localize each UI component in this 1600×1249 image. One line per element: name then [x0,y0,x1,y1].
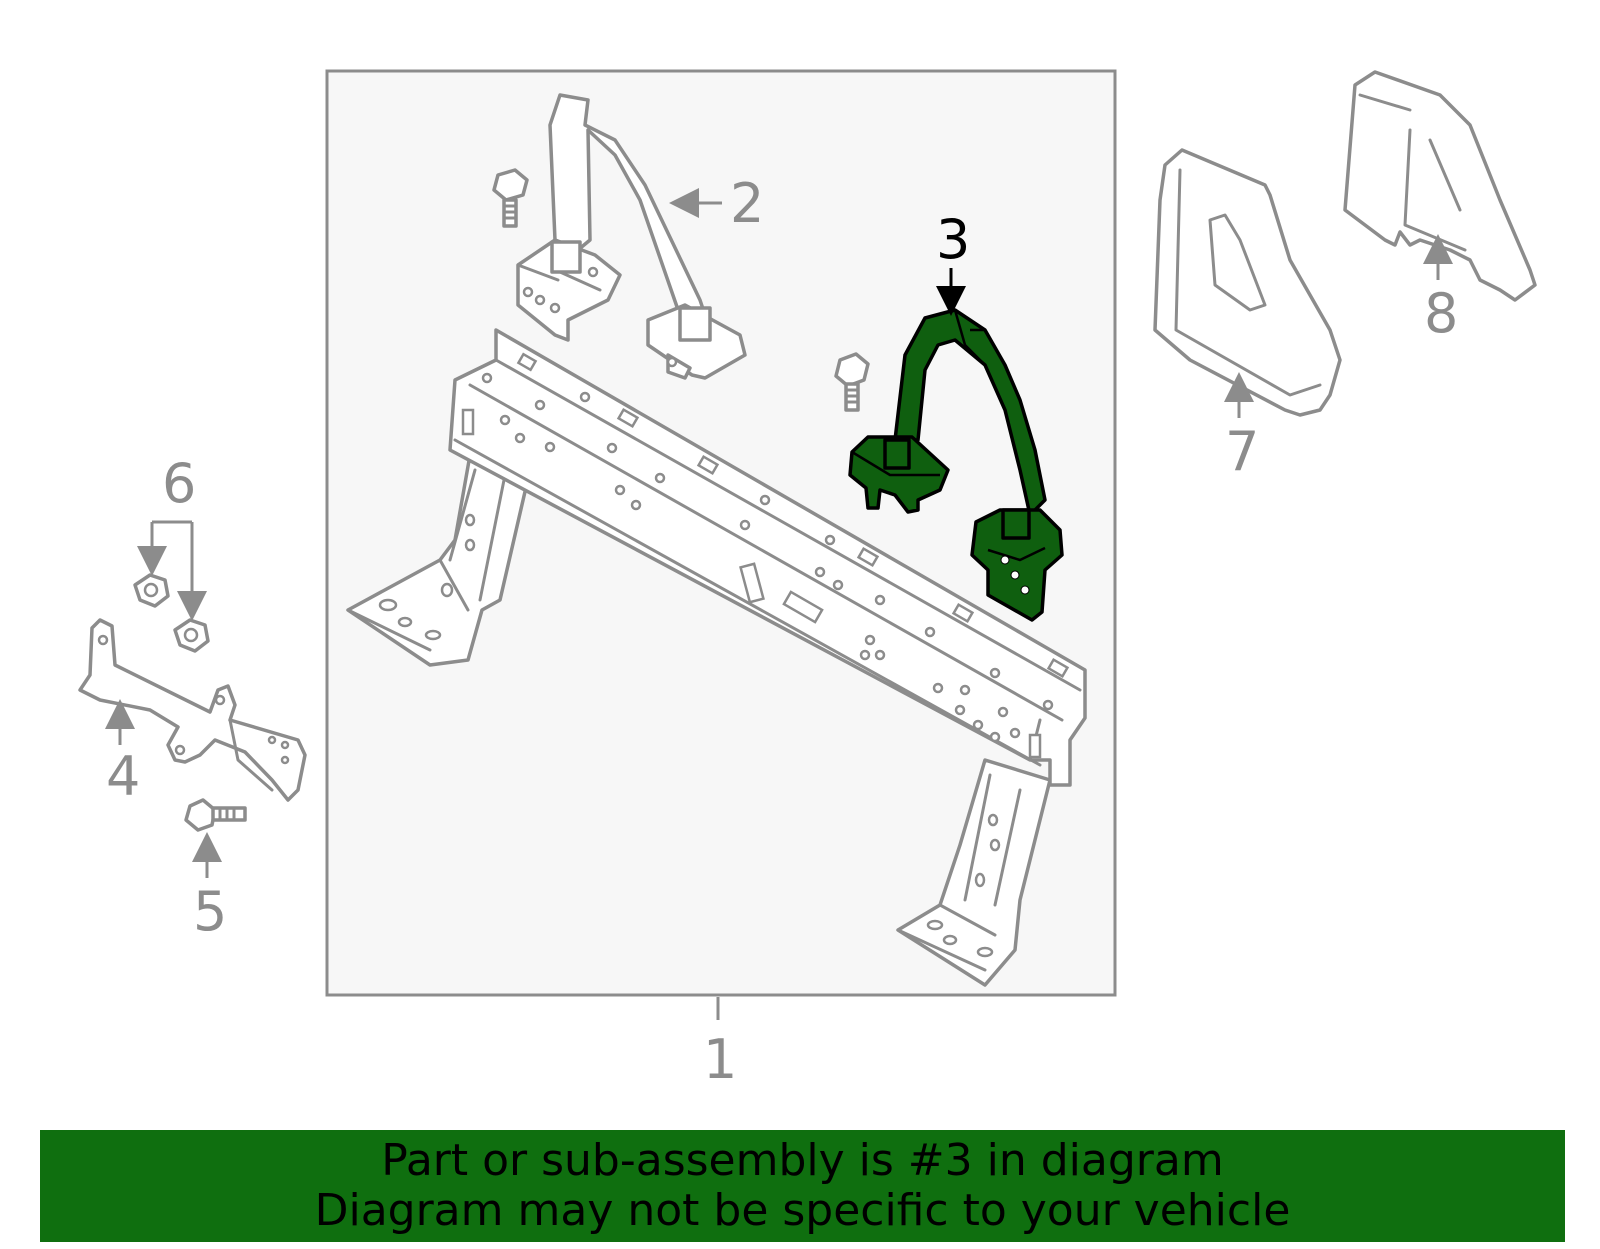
callout-4: 4 [106,745,140,808]
callout-5: 5 [193,880,227,943]
part-6-nuts [133,573,210,653]
part-8-cover [1343,70,1537,302]
callout-1: 1 [703,1028,737,1091]
part-5-bolt [184,798,247,832]
part-3-bolt [834,352,870,412]
callout-6: 6 [162,452,196,515]
callout-2: 2 [730,172,764,235]
callout-3: 3 [936,208,970,271]
part-1-cross-member [346,328,1087,987]
banner-line-1: Part or sub-assembly is #3 in diagram [381,1135,1224,1186]
part-4-side-bracket [78,618,307,802]
part-3-highlighted-bracket [848,308,1064,622]
callout-7: 7 [1225,420,1259,483]
callout-8: 8 [1424,282,1458,345]
part-2-arch-bracket [492,93,747,380]
part-7-cover [1153,148,1342,417]
info-banner: Part or sub-assembly is #3 in diagram Di… [40,1130,1565,1242]
banner-line-2: Diagram may not be specific to your vehi… [314,1185,1291,1236]
